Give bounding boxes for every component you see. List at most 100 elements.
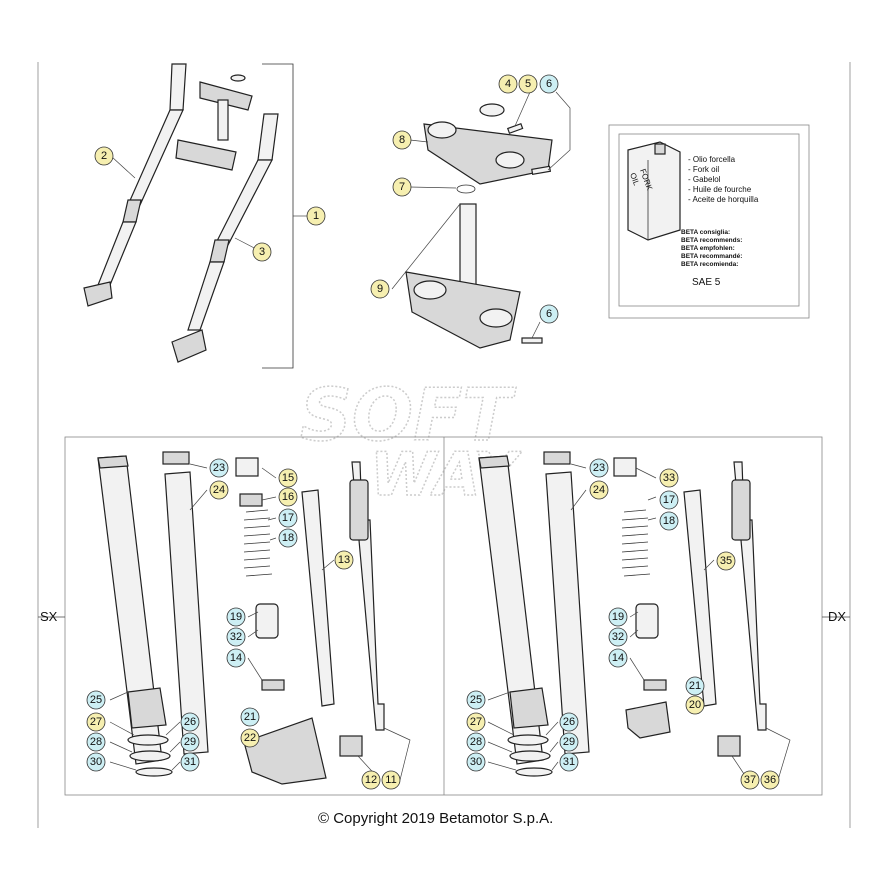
callout-25-left[interactable]: 25 [86, 690, 106, 710]
recommend-es: BETA recomienda: [681, 261, 738, 268]
callout-28-left[interactable]: 28 [86, 732, 106, 752]
oil-name-it: - Olio forcella [688, 155, 736, 164]
svg-text:8: 8 [399, 134, 405, 146]
svg-text:22: 22 [244, 732, 256, 744]
steering-stem [459, 203, 477, 295]
callout-4[interactable]: 4 [498, 74, 518, 94]
svg-text:24: 24 [593, 484, 605, 496]
callout-19-right[interactable]: 19 [608, 607, 628, 627]
svg-text:32: 32 [612, 631, 624, 643]
svg-text:31: 31 [184, 756, 196, 768]
callout-12[interactable]: 12 [361, 770, 381, 790]
oil-box-inner-frame [618, 133, 800, 307]
callout-14-left[interactable]: 14 [226, 648, 246, 668]
callout-11[interactable]: 11 [381, 770, 401, 790]
o-ring [456, 184, 476, 194]
callout-23-right[interactable]: 23 [589, 458, 609, 478]
oil-name-fr: - Huile de fourche [688, 185, 752, 194]
inner-tube-left [164, 471, 209, 755]
callout-9[interactable]: 9 [370, 279, 390, 299]
callout-31-right[interactable]: 31 [559, 752, 579, 772]
svg-text:27: 27 [90, 716, 102, 728]
bracket-assembly [262, 63, 294, 369]
svg-text:21: 21 [244, 711, 256, 723]
callout-22[interactable]: 22 [240, 728, 260, 748]
callout-8[interactable]: 8 [392, 130, 412, 150]
callout-21-left[interactable]: 21 [240, 707, 260, 727]
recommend-fr: BETA recommandé: [681, 253, 742, 260]
callout-18-left[interactable]: 18 [278, 528, 298, 548]
callout-18-right[interactable]: 18 [659, 511, 679, 531]
callout-16[interactable]: 16 [278, 487, 298, 507]
svg-text:26: 26 [184, 716, 196, 728]
svg-text:25: 25 [470, 694, 482, 706]
svg-text:1: 1 [313, 210, 319, 222]
callout-29-right[interactable]: 29 [559, 732, 579, 752]
clamp-bolt-side [531, 165, 552, 176]
callout-32-left[interactable]: 32 [226, 627, 246, 647]
oil-name-de: - Gabelol [688, 175, 721, 184]
callout-30-left[interactable]: 30 [86, 752, 106, 772]
callout-27-right[interactable]: 27 [466, 712, 486, 732]
compression-adjuster-right [717, 735, 741, 757]
callout-20[interactable]: 20 [685, 695, 705, 715]
fork-leg-right-complete [171, 113, 279, 363]
svg-text:20: 20 [689, 699, 701, 711]
callout-31-left[interactable]: 31 [180, 752, 200, 772]
callout-35[interactable]: 35 [716, 551, 736, 571]
oil-name-es: - Aceite de horquilla [688, 195, 759, 204]
callout-30-right[interactable]: 30 [466, 752, 486, 772]
callout-6-upper[interactable]: 6 [539, 74, 559, 94]
clamps-exploded [391, 91, 571, 349]
upper-triple-clamp [423, 123, 553, 185]
callout-26-left[interactable]: 26 [180, 712, 200, 732]
svg-text:29: 29 [563, 736, 575, 748]
svg-text:31: 31 [563, 756, 575, 768]
svg-text:30: 30 [90, 756, 102, 768]
callout-1[interactable]: 1 [306, 206, 326, 226]
callout-27-left[interactable]: 27 [86, 712, 106, 732]
svg-text:25: 25 [90, 694, 102, 706]
svg-text:2: 2 [101, 150, 107, 162]
copyright-text: © Copyright 2019 Betamotor S.p.A. [318, 810, 553, 827]
leader-lines [109, 463, 791, 781]
callout-23-left[interactable]: 23 [209, 458, 229, 478]
callout-33[interactable]: 33 [659, 468, 679, 488]
callout-13[interactable]: 13 [334, 550, 354, 570]
svg-text:32: 32 [230, 631, 242, 643]
callout-2[interactable]: 2 [94, 146, 114, 166]
callout-24-right[interactable]: 24 [589, 480, 609, 500]
callout-24-left[interactable]: 24 [209, 480, 229, 500]
callout-6-lower[interactable]: 6 [539, 304, 559, 324]
oil-box-frame [608, 124, 810, 319]
callout-17-right[interactable]: 17 [659, 490, 679, 510]
callout-36[interactable]: 36 [760, 770, 780, 790]
callout-26-right[interactable]: 26 [559, 712, 579, 732]
callout-29-left[interactable]: 29 [180, 732, 200, 752]
recommend-it: BETA consiglia: [681, 229, 730, 236]
svg-text:4: 4 [505, 78, 511, 90]
svg-text:28: 28 [470, 736, 482, 748]
svg-text:3: 3 [259, 246, 265, 258]
callout-21-right[interactable]: 21 [685, 676, 705, 696]
callout-3[interactable]: 3 [252, 242, 272, 262]
callout-7[interactable]: 7 [392, 177, 412, 197]
callout-17-left[interactable]: 17 [278, 508, 298, 528]
svg-text:6: 6 [546, 308, 552, 320]
triple-clamp-assembly [175, 74, 253, 171]
softway-watermark: SOFT WAY [299, 372, 523, 511]
oil-can-label-2: OIL [628, 172, 641, 188]
callouts: 1 2 3 4 5 6 7 8 9 6 23 24 15 16 17 18 13… [86, 74, 780, 790]
callout-19-left[interactable]: 19 [226, 607, 246, 627]
callout-5[interactable]: 5 [518, 74, 538, 94]
callout-32-right[interactable]: 32 [608, 627, 628, 647]
callout-15[interactable]: 15 [278, 468, 298, 488]
svg-text:33: 33 [663, 472, 675, 484]
svg-text:23: 23 [213, 462, 225, 474]
callout-28-right[interactable]: 28 [466, 732, 486, 752]
callout-14-right[interactable]: 14 [608, 648, 628, 668]
callout-37[interactable]: 37 [740, 770, 760, 790]
callout-25-right[interactable]: 25 [466, 690, 486, 710]
oil-can-icon: FORK OIL [627, 141, 681, 241]
